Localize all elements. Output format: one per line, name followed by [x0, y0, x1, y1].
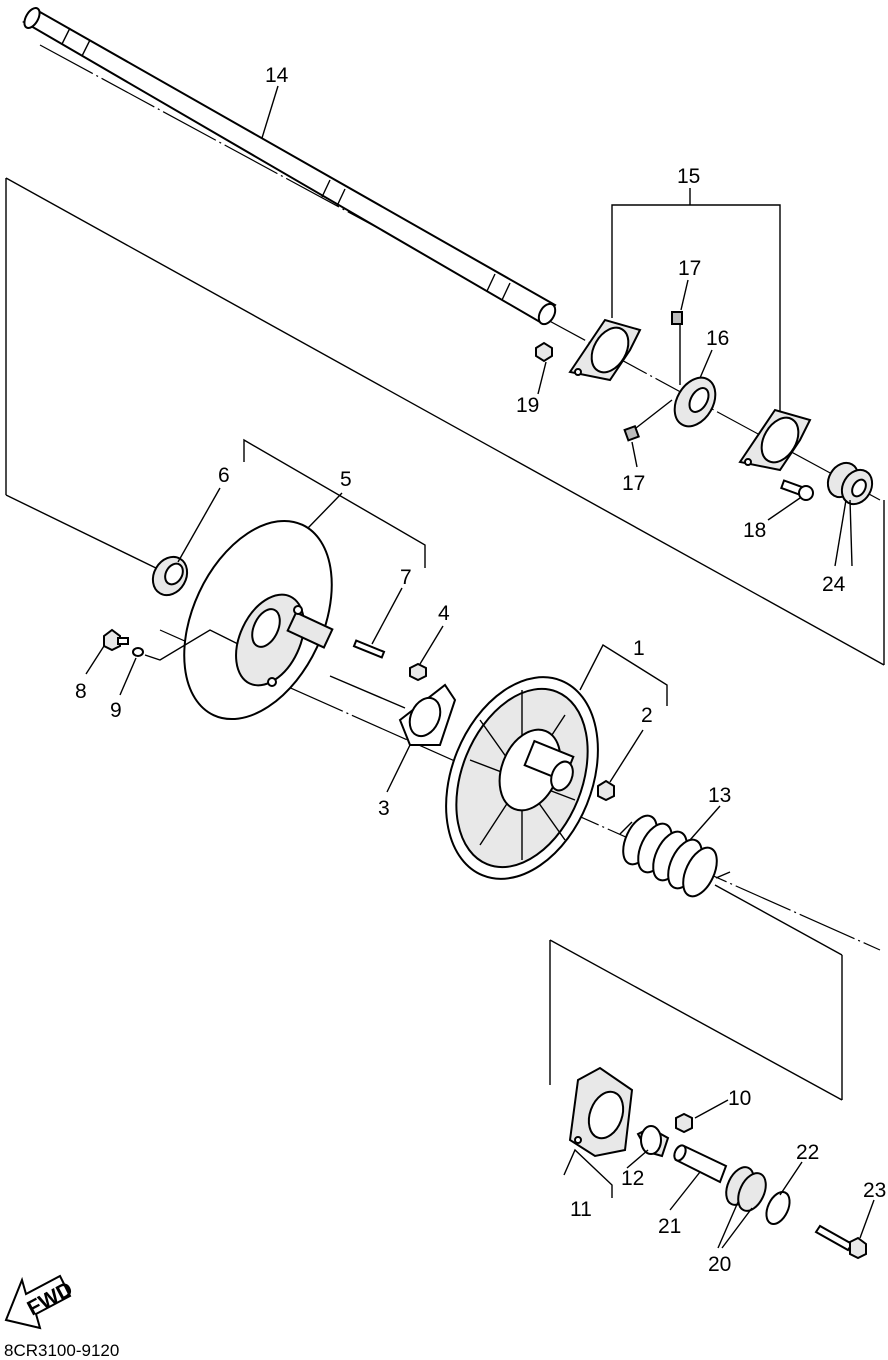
- washer-9-part: [132, 647, 144, 657]
- callout-4: 4: [438, 602, 450, 625]
- set-screw-parts: [623, 311, 683, 442]
- fixed-sheave-part: [183, 519, 334, 721]
- callout-18: 18: [743, 519, 766, 542]
- callout-19: 19: [516, 394, 539, 417]
- nut-10-part: [675, 1112, 693, 1134]
- callout-22: 22: [796, 1141, 819, 1164]
- diagram-code: 8CR3100-9120: [4, 1341, 119, 1360]
- callout-21: 21: [658, 1215, 681, 1238]
- callout-5: 5: [340, 468, 352, 491]
- callout-6: 6: [218, 464, 230, 487]
- callout-7: 7: [400, 566, 412, 589]
- callout-labels: 14 15 17 16 19 17 18 24 6 5 7 4 1 8 9 2 …: [75, 64, 886, 1276]
- callout-9: 9: [110, 699, 122, 722]
- callout-17-bottom: 17: [622, 472, 645, 495]
- bolt-23-part: [814, 1224, 867, 1260]
- washer-22-part: [765, 1191, 791, 1225]
- shaft-part: [22, 7, 557, 326]
- leader-lines: [85, 85, 875, 1249]
- callout-10: 10: [728, 1087, 751, 1110]
- callout-11: 11: [570, 1198, 592, 1221]
- nut-19-part: [535, 341, 553, 363]
- callout-13: 13: [708, 784, 731, 807]
- collar-24-part: [826, 461, 874, 506]
- callout-15: 15: [677, 165, 700, 188]
- nut-2-part: [597, 779, 615, 802]
- callout-17-top: 17: [678, 257, 701, 280]
- assembly-axis-lines: [5, 44, 885, 1101]
- callout-16: 16: [706, 327, 729, 350]
- sliding-sheave-part: [445, 676, 599, 880]
- callout-23: 23: [863, 1179, 886, 1202]
- bolt-18-part: [780, 479, 814, 501]
- stud-7-part: [352, 639, 386, 659]
- nut-4-part: [409, 662, 427, 682]
- callout-12: 12: [621, 1167, 644, 1190]
- callout-8: 8: [75, 680, 87, 703]
- bearing-housing-part: [568, 318, 812, 472]
- cam-11-part: [568, 1066, 634, 1158]
- roller-20-part: [725, 1166, 767, 1212]
- callout-24: 24: [822, 573, 846, 596]
- fwd-arrow-icon: FWD: [4, 1274, 77, 1330]
- bushing-6-part: [151, 555, 189, 597]
- callout-3: 3: [378, 797, 390, 820]
- callout-20: 20: [708, 1253, 731, 1276]
- plate-3-part: [398, 683, 457, 746]
- callout-1: 1: [633, 637, 645, 660]
- callout-2: 2: [641, 704, 653, 727]
- sleeve-21-part: [673, 1144, 728, 1184]
- bushing-12-part: [636, 1125, 670, 1158]
- callout-14: 14: [265, 64, 289, 87]
- spring-13-part: [619, 814, 731, 898]
- bearing-part: [673, 376, 717, 428]
- bolt-8-part: [103, 628, 129, 652]
